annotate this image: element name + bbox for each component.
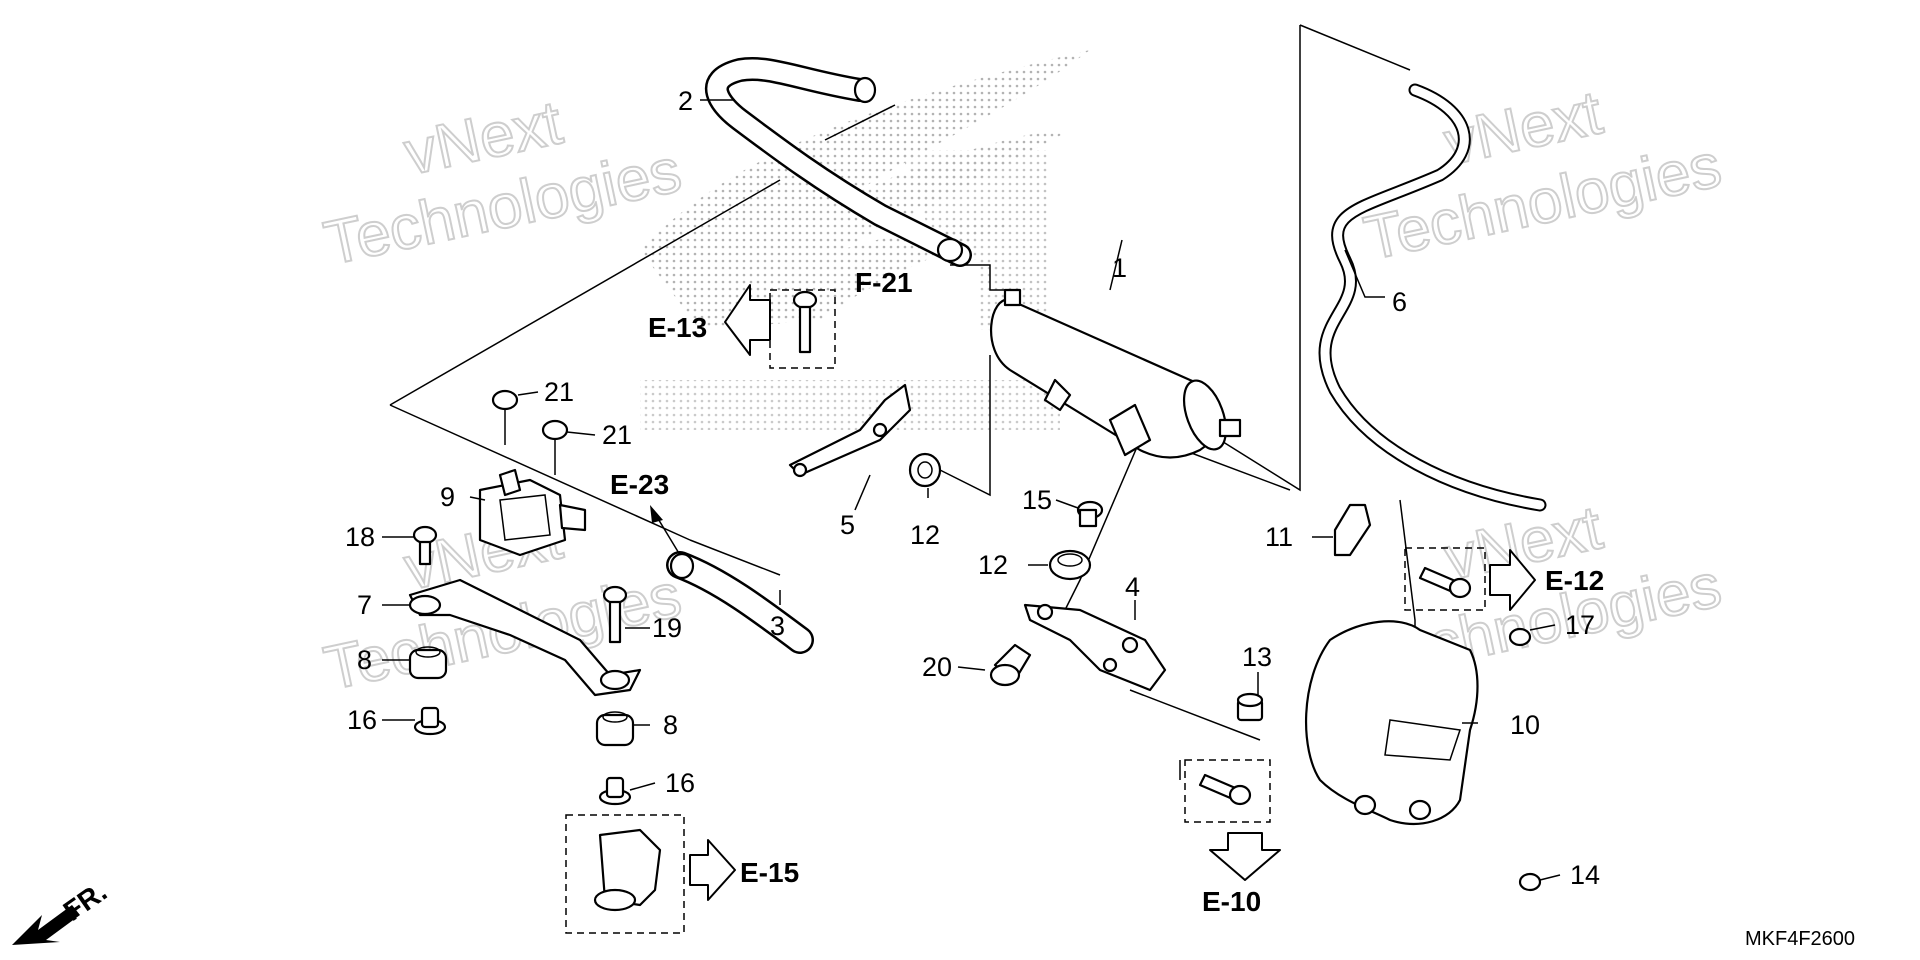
part-5-bracket <box>788 383 912 478</box>
callout-leaders <box>382 99 1561 881</box>
callout-13: 13 <box>1242 642 1272 672</box>
part-10-cover <box>1304 620 1479 825</box>
part-16-collar-left <box>413 706 447 736</box>
front-direction-arrow-icon: FR. <box>12 876 112 945</box>
part-19-bolt <box>602 585 628 644</box>
callout-5: 5 <box>840 510 855 540</box>
callout-1: 1 <box>1112 253 1127 283</box>
reference-arrow-icon <box>724 284 771 356</box>
callout-7: 7 <box>357 590 372 620</box>
part-11-clamp <box>1333 503 1372 557</box>
part-13-collar <box>1236 692 1264 722</box>
part-15-collar <box>1076 500 1104 528</box>
part-9-valve <box>478 468 587 557</box>
callout-21: 21 <box>602 420 632 450</box>
callout-12: 12 <box>978 550 1008 580</box>
callout-labels: 2 1 3 4 5 6 7 8 8 9 10 11 12 12 13 14 15… <box>345 86 1600 890</box>
callout-10: 10 <box>1510 710 1540 740</box>
callout-20: 20 <box>922 652 952 682</box>
e15-reference-box <box>565 814 685 934</box>
part-8-grommet-right <box>595 711 635 747</box>
watermark-top-right: vNext Technologies <box>1358 77 1728 274</box>
part-12-grommet-lower <box>1048 549 1092 581</box>
part-4-bracket <box>1023 603 1167 692</box>
callout-2: 2 <box>678 86 693 116</box>
callout-9: 9 <box>440 482 455 512</box>
part-21-bolt-b <box>541 419 569 475</box>
part-8-grommet-left <box>408 646 448 680</box>
callout-8: 8 <box>357 645 372 675</box>
part-3-tube <box>666 551 814 654</box>
callout-8: 8 <box>663 710 678 740</box>
reference-arrow-icon <box>1489 549 1536 611</box>
ref-e10: E-10 <box>1202 886 1261 917</box>
ref-e23: E-23 <box>610 469 669 500</box>
part-18-bolt <box>412 525 438 566</box>
e12-reference-box <box>1404 547 1486 611</box>
ref-e13: E-13 <box>648 312 707 343</box>
callout-6: 6 <box>1392 287 1407 317</box>
honda-wing-logo <box>640 50 1090 430</box>
part-16-collar-right <box>598 776 632 806</box>
callout-17: 17 <box>1565 610 1595 640</box>
callout-12: 12 <box>910 520 940 550</box>
e23-pointer-arrow <box>650 505 681 556</box>
callout-16: 16 <box>665 768 695 798</box>
part-21-bolt-a <box>491 389 519 445</box>
callout-15: 15 <box>1022 485 1052 515</box>
callout-3: 3 <box>770 611 785 641</box>
e10-reference-box <box>1184 759 1271 823</box>
ref-f21: F-21 <box>855 267 913 298</box>
callout-19: 19 <box>652 613 682 643</box>
reference-arrow-icon <box>689 839 736 901</box>
part-1-canister <box>989 288 1242 459</box>
callout-18: 18 <box>345 522 375 552</box>
callout-4: 4 <box>1125 572 1140 602</box>
callout-16: 16 <box>347 705 377 735</box>
part-7-bracket <box>408 578 642 697</box>
callout-11: 11 <box>1265 522 1293 552</box>
part-2-breather-tube <box>705 57 972 267</box>
diagram-code: MKF4F2600 <box>1745 928 1855 950</box>
part-14-screw <box>1518 872 1542 892</box>
part-6-hose <box>1318 83 1547 512</box>
ref-e15: E-15 <box>740 857 799 888</box>
watermark-top-left: vNext Technologies <box>318 87 688 279</box>
part-17-screw <box>1508 627 1532 647</box>
callout-21: 21 <box>544 377 574 407</box>
ref-e12: E-12 <box>1545 565 1604 596</box>
reference-labels: F-21 E-13 E-23 E-12 E-10 E-15 <box>610 267 1604 917</box>
part-20-bolt <box>989 643 1032 687</box>
part-12-grommet-upper <box>908 452 942 488</box>
callout-14: 14 <box>1570 860 1600 890</box>
reference-arrow-icon <box>1209 832 1281 881</box>
